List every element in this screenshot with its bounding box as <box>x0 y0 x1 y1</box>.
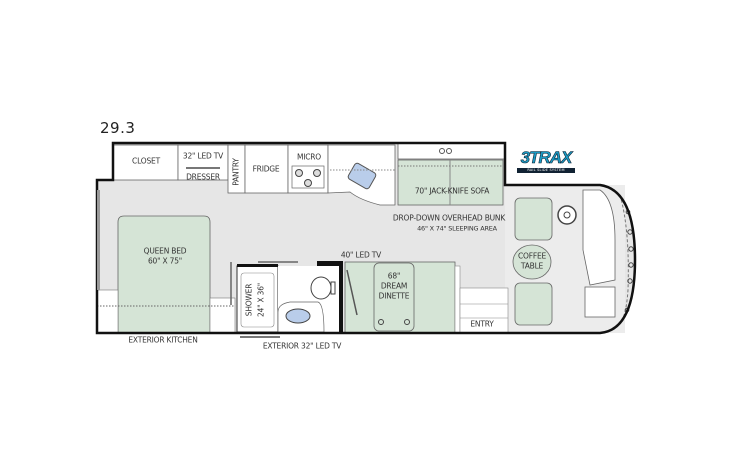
tv-mark <box>186 167 220 169</box>
micro-label: MICRO <box>296 152 322 162</box>
exterior-kitchen-label: EXTERIOR KITCHEN <box>128 335 198 345</box>
dresser-label: DRESSER <box>186 172 220 182</box>
burner <box>313 169 321 177</box>
sofa-label: 70" JACK-KNIFE SOFA <box>414 186 490 196</box>
steering-wheel <box>557 205 577 225</box>
closet <box>112 144 179 181</box>
exterior-tv-label: EXTERIOR 32" LED TV <box>262 341 342 351</box>
toilet <box>310 276 332 300</box>
tv-label: 32" LED TV <box>182 151 224 161</box>
passenger-seat <box>514 282 553 326</box>
bunk-label: DROP-DOWN OVERHEAD BUNK <box>392 213 506 223</box>
fridge-label: FRIDGE <box>252 164 280 174</box>
burner <box>304 179 312 187</box>
entry-steps <box>459 287 509 334</box>
shower-label: SHOWER <box>244 283 254 317</box>
dresser <box>177 144 229 181</box>
coffee-table-label: COFFEE <box>517 251 547 261</box>
bed-label: QUEEN BED <box>143 246 187 256</box>
closet-label: CLOSET <box>132 156 160 166</box>
driver-seat <box>514 197 553 241</box>
exterior-wall <box>95 141 637 335</box>
pantry-label: PANTRY <box>231 158 241 186</box>
model-number: 29.3 <box>100 119 136 137</box>
dinette-label: DREAM <box>380 281 408 291</box>
dinette-label-2: DINETTE <box>378 291 410 301</box>
dinette-tv-label: 40" LED TV <box>340 250 382 260</box>
entry-label: ENTRY <box>470 319 494 329</box>
3trax-logo: 3TRAX RAIL SLIDE SYSTEM <box>517 148 575 178</box>
coffee-table <box>512 244 552 280</box>
bunk-size-label: 46" X 74" SLEEPING AREA <box>417 224 497 233</box>
dinette-size-label: 68" <box>387 271 401 281</box>
bath-sink <box>285 308 311 324</box>
bed-size-label: 60" X 75" <box>147 256 183 266</box>
burner <box>295 169 303 177</box>
shower-size-label: 24" X 36" <box>256 282 266 318</box>
coffee-table-label-2: TABLE <box>520 261 544 271</box>
queen-bed <box>117 215 211 334</box>
